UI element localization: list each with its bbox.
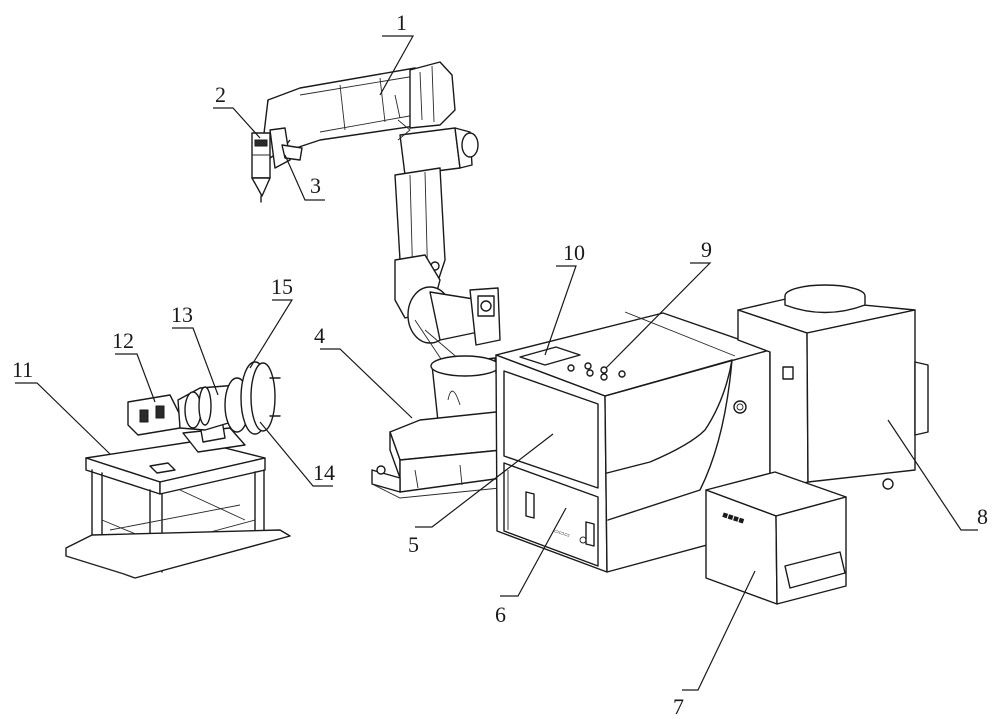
leader-3 bbox=[284, 154, 325, 201]
leader-14 bbox=[259, 421, 333, 487]
callout-6: 6 bbox=[495, 602, 506, 627]
leader-2 bbox=[213, 107, 261, 139]
callout-3: 3 bbox=[310, 173, 321, 198]
chiller-unit bbox=[737, 284, 929, 491]
callout-15: 15 bbox=[271, 274, 293, 299]
callout-numbers: 1 2 3 4 5 6 7 8 9 10 11 12 13 14 15 bbox=[12, 10, 988, 719]
callout-1: 1 bbox=[396, 10, 407, 35]
leader-15 bbox=[249, 299, 294, 369]
dust-collector-box: ■■■■ bbox=[705, 471, 847, 605]
callout-4: 4 bbox=[314, 323, 325, 348]
callout-13: 13 bbox=[171, 302, 193, 327]
callout-14: 14 bbox=[313, 460, 335, 485]
laser-head bbox=[251, 99, 303, 203]
leader-10 bbox=[544, 265, 577, 356]
leader-8 bbox=[887, 419, 978, 531]
callout-11: 11 bbox=[12, 357, 33, 382]
robot-arm bbox=[267, 61, 501, 441]
workpiece-table bbox=[65, 440, 291, 579]
leader-5 bbox=[415, 433, 554, 528]
callout-10: 10 bbox=[563, 240, 585, 265]
leader-12 bbox=[115, 353, 156, 403]
leader-6 bbox=[500, 507, 567, 597]
leader-1 bbox=[379, 35, 415, 96]
callout-2: 2 bbox=[215, 82, 226, 107]
rotary-positioner bbox=[127, 361, 281, 453]
leader-7 bbox=[682, 570, 756, 691]
leader-13 bbox=[172, 327, 219, 396]
leader-lines bbox=[15, 35, 978, 691]
callout-7: 7 bbox=[673, 694, 684, 719]
callout-9: 9 bbox=[701, 237, 712, 262]
leader-11 bbox=[15, 382, 111, 455]
callout-12: 12 bbox=[112, 328, 134, 353]
callout-8: 8 bbox=[977, 504, 988, 529]
leader-9 bbox=[605, 262, 712, 369]
callout-5: 5 bbox=[408, 532, 419, 557]
door-switches-glyph: ▭▭▭ bbox=[552, 527, 570, 539]
robot-base-platform bbox=[371, 409, 521, 499]
leader-4 bbox=[320, 348, 413, 419]
